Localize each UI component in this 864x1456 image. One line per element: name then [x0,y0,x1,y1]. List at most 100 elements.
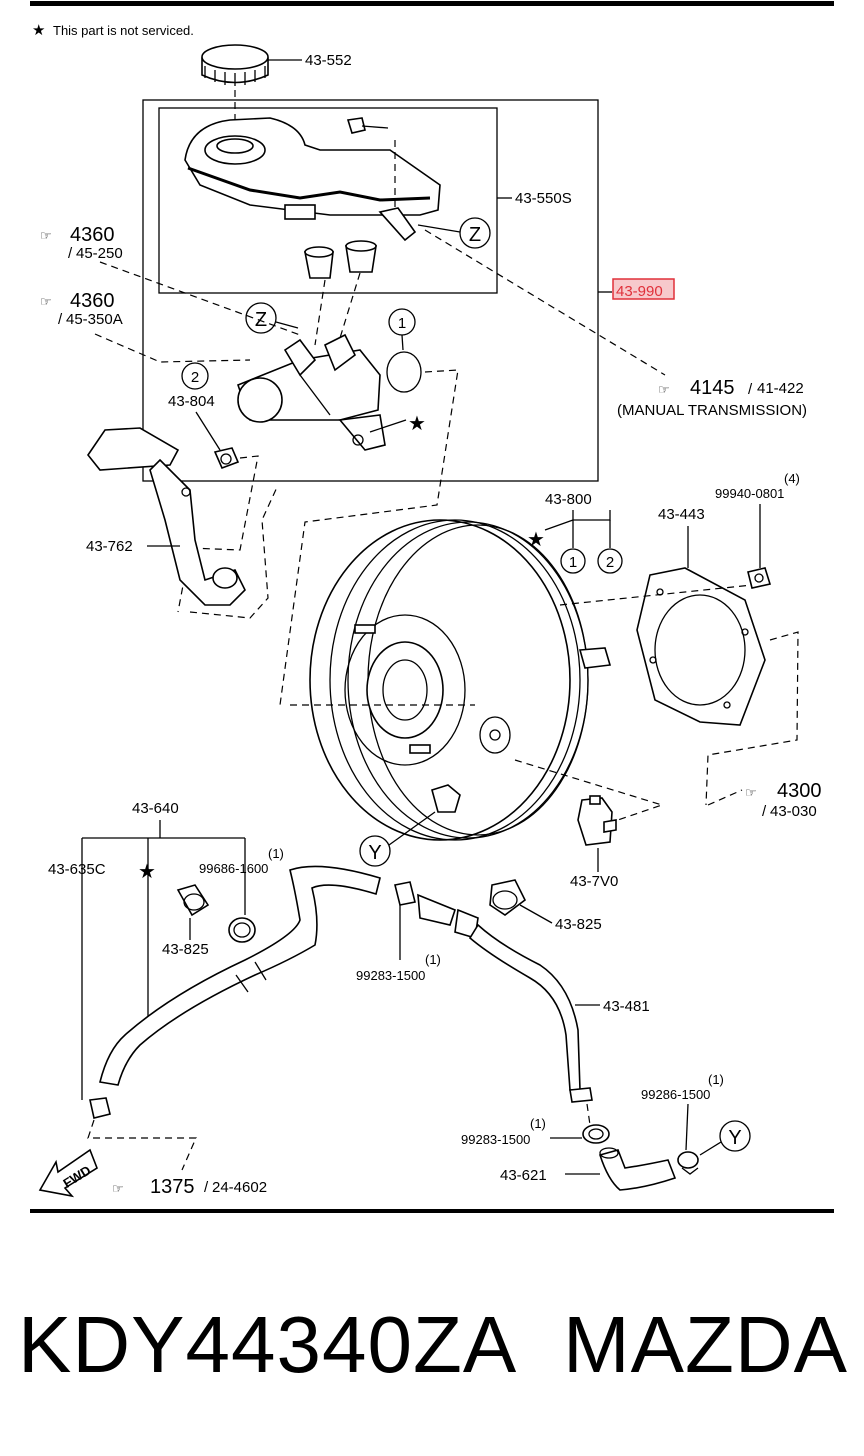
label-43-762: 43-762 [86,538,133,555]
check-valve [394,881,479,940]
label-43-443: 43-443 [658,506,705,523]
nut-43-804 [213,447,240,470]
star-master-cylinder: ★ [408,413,426,435]
marker-two-upper-text: 2 [191,369,199,386]
svg-text:4300: 4300 [777,780,822,802]
reservoir-cap [201,44,269,86]
marker-y-lower-text: Y [728,1127,741,1149]
label-99283-1500-upper: 99283-1500 [356,968,425,983]
svg-text:45-350A: 45-350A [66,311,123,328]
label-99686-1600: 99686-1600 [199,861,268,876]
gasket-43-443 [636,567,766,726]
fwd-arrow-icon: FWD [38,1148,98,1198]
label-43-990-highlight [612,278,675,300]
reservoir-tank [184,117,441,220]
svg-text:45-250: 45-250 [76,245,123,262]
marker-two-upper [181,362,209,390]
master-cylinder [236,333,386,451]
marker-y-lower [719,1120,751,1152]
marker-y-upper-text: Y [368,842,381,864]
star-hose: ★ [138,861,156,883]
reservoir-box [158,107,498,294]
assembly-box [142,99,599,482]
svg-text:4360: 4360 [70,290,115,312]
svg-text:☞: ☞ [745,785,757,800]
svg-text:4360: 4360 [70,224,115,246]
marker-two-lower [597,548,623,574]
clamp-43-825-left [176,884,210,917]
ref-1375: ☞ 1375 / 24-4602 [112,1176,267,1198]
label-43-825-left: 43-825 [162,941,209,958]
clamp-99286 [677,1151,699,1175]
o-ring [386,351,422,393]
marker-y-upper [359,835,391,867]
ref-4360-b: ☞ 4360 / 45-350A [40,290,123,328]
label-qty-1b: (1) [425,952,441,967]
svg-text:24-4602: 24-4602 [212,1179,267,1196]
svg-text:/: / [204,1179,209,1196]
ref-4145: ☞ 4145 / 41-422 (MANUAL TRANSMISSION) [617,377,807,419]
hose-43-481 [468,923,593,1103]
svg-text:/: / [748,381,753,398]
marker-z-upper [459,217,491,249]
grommets [304,240,377,279]
bracket-43-762 [87,427,246,606]
part-number: KDY44340ZA [18,1300,518,1389]
marker-z-lower [245,302,277,334]
label-qty-4: (4) [784,471,800,486]
svg-text:4145: 4145 [690,377,735,399]
svg-text:43-030: 43-030 [770,803,817,820]
clamp-43-825-right [489,879,527,916]
label-43-7V0: 43-7V0 [570,873,618,890]
not-serviced-star: ★ [32,22,45,39]
label-43-990: 43-990 [616,283,663,300]
ref-4300: ☞ 4300 / 43-030 [745,780,822,820]
label-43-800: 43-800 [545,491,592,508]
svg-text:1375: 1375 [150,1176,195,1198]
label-43-640: 43-640 [132,800,179,817]
brake-master-cylinder-diagram: ★ This part is not serviced. 43-552 43-5… [30,1,834,1213]
marker-one-lower [560,548,586,574]
label-qty-1a: (1) [268,846,284,861]
svg-text:/: / [58,311,63,328]
svg-text:41-422: 41-422 [757,380,804,397]
label-43-552: 43-552 [305,52,352,69]
hose-43-621 [598,1147,677,1191]
top-rule [30,1,834,6]
vacuum-hose [99,865,381,1086]
sensor-43-7V0 [577,795,617,846]
label-99286-1500: 99286-1500 [641,1087,710,1102]
marker-one-lower-text: 1 [569,554,577,571]
brake-booster [309,519,612,841]
label-99283-1500-lower: 99283-1500 [461,1132,530,1147]
nut-99940 [747,567,772,589]
svg-text:☞: ☞ [658,382,670,397]
label-43-825-right: 43-825 [555,916,602,933]
svg-text:/: / [762,803,767,820]
svg-text:/: / [68,245,73,262]
bottom-rule [30,1209,834,1213]
ref-4360-a: ☞ 4360 / 45-250 [40,224,123,262]
svg-text:☞: ☞ [40,294,52,309]
marker-z-upper-text: Z [469,224,481,246]
svg-text:☞: ☞ [112,1181,124,1196]
hose-end-fitting [89,1097,111,1119]
star-booster: ★ [527,529,545,551]
label-43-804: 43-804 [168,393,215,410]
ring-99686 [228,917,256,943]
label-qty-1c: (1) [530,1116,546,1131]
marker-two-lower-text: 2 [606,554,614,571]
clamp-99283-lower [582,1124,610,1144]
not-serviced-note: This part is not serviced. [53,23,194,38]
marker-z-lower-text: Z [255,309,267,331]
svg-text:☞: ☞ [40,228,52,243]
label-43-635C: 43-635C [48,861,106,878]
svg-text:(MANUAL TRANSMISSION): (MANUAL TRANSMISSION) [617,402,807,419]
label-43-621: 43-621 [500,1167,547,1184]
footer: KDY44340ZA MAZDA [0,1290,864,1400]
reservoir-fitting [378,207,417,242]
reservoir-bolt [346,117,389,134]
label-43-550S: 43-550S [515,190,572,207]
label-99940-0801: 99940-0801 [715,486,784,501]
label-43-481: 43-481 [603,998,650,1015]
